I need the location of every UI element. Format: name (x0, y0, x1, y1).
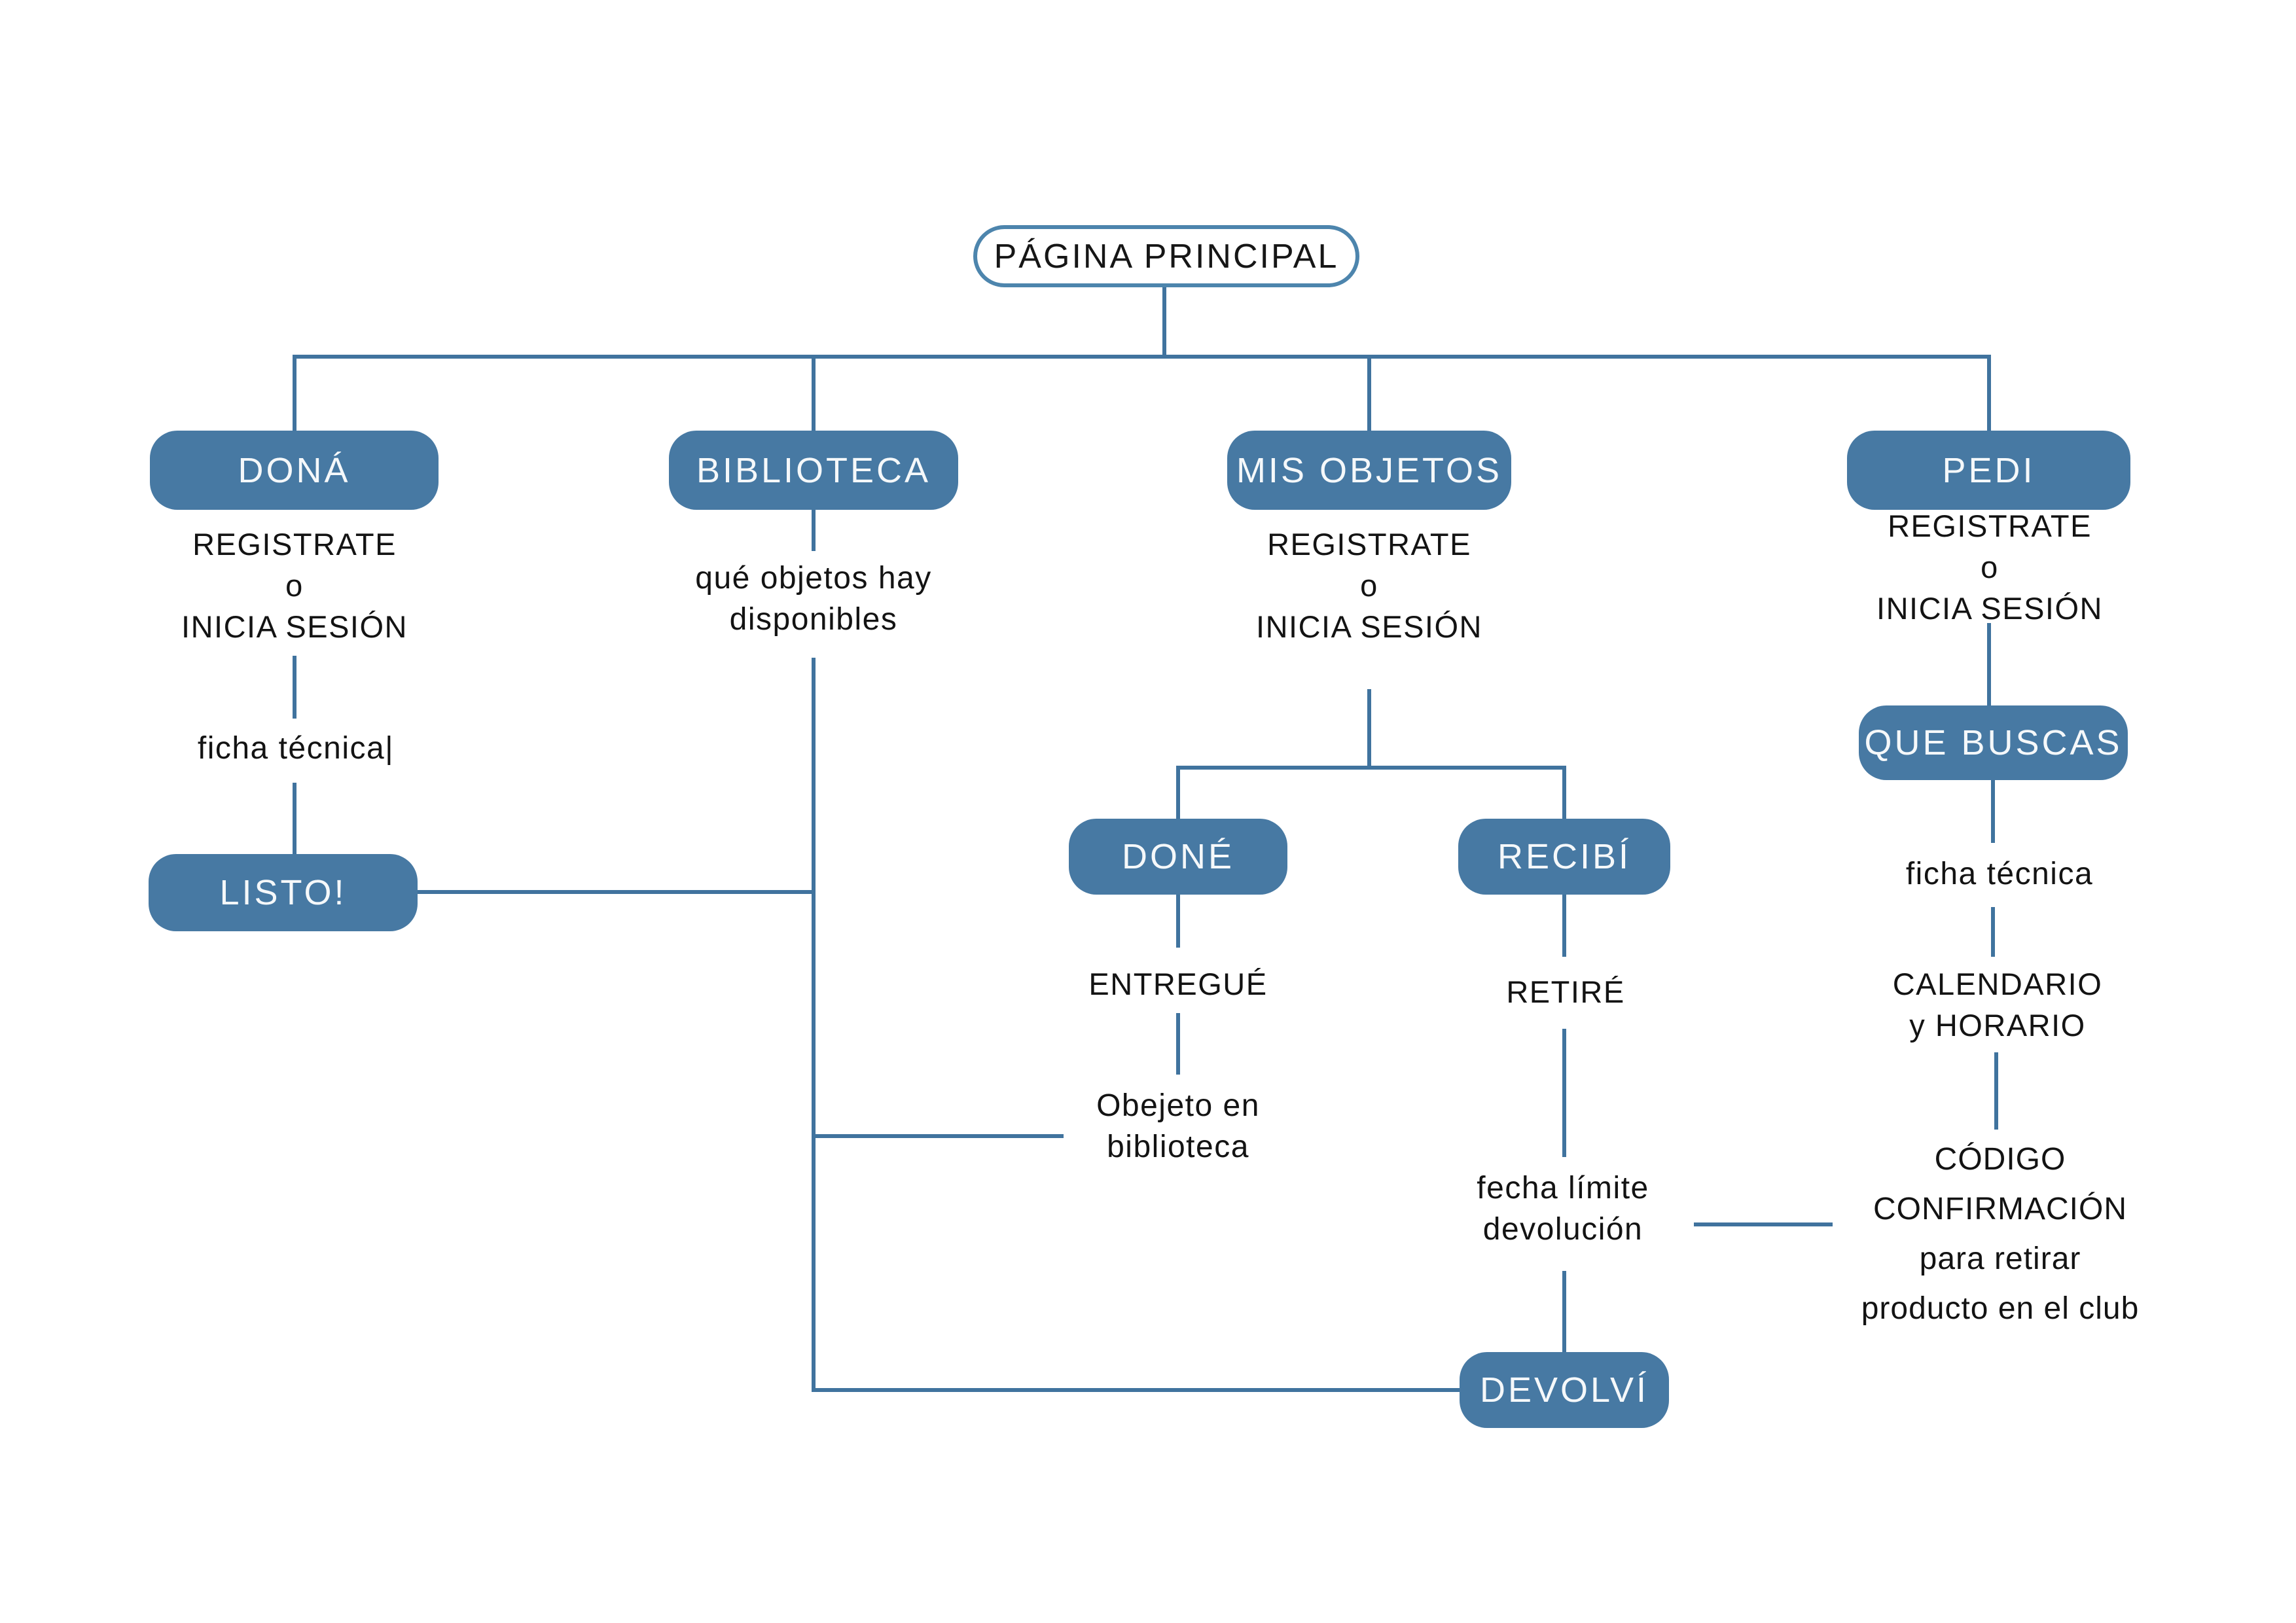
text-dona-auth-line1: REGISTRATE (192, 527, 397, 562)
text-obejeto-biblioteca[interactable]: Obejeto en biblioteca (1096, 1085, 1260, 1168)
text-codigo-confirmacion-line2: CONFIRMACIÓN (1873, 1192, 2127, 1226)
node-done-label: DONÉ (1121, 837, 1234, 876)
connector-mis-objetos-top (1367, 355, 1371, 431)
text-dona-auth-line3: INICIA SESIÓN (181, 609, 408, 644)
text-fecha-limite-line1: fecha límite (1477, 1171, 1649, 1205)
node-done[interactable]: DONÉ (1069, 819, 1287, 895)
text-biblioteca-info-line2: disponibles (729, 602, 898, 637)
text-dona-ficha-tecnica-line: ficha técnica| (197, 731, 395, 766)
node-recibi-label: RECIBÍ (1497, 837, 1632, 876)
connector-dona-ficha-listo (293, 783, 296, 854)
connector-buscas-ficha (1991, 780, 1995, 843)
text-entregue[interactable]: ENTREGUÉ (1088, 963, 1267, 1005)
connector-root-bar (293, 355, 1991, 359)
connector-done-top (1176, 766, 1180, 819)
connector-dona-auth-ficha (293, 656, 296, 719)
text-mis-objetos-auth-line3: INICIA SESIÓN (1256, 609, 1482, 644)
connector-biblioteca-info (812, 510, 816, 551)
text-biblioteca-info[interactable]: qué objetos hay disponibles (695, 558, 931, 640)
connector-entregue-obejeto (1176, 1013, 1180, 1075)
text-entregue-line: ENTREGUÉ (1088, 967, 1268, 1001)
connector-calendario-codigo (1994, 1052, 1998, 1130)
text-retire[interactable]: RETIRÉ (1506, 971, 1624, 1012)
text-pedi-auth-line2: o (1981, 550, 1999, 584)
text-obejeto-biblioteca-line1: Obejeto en (1096, 1088, 1260, 1123)
node-pagina-principal[interactable]: PÁGINA PRINCIPAL (973, 225, 1359, 287)
node-listo-label: LISTO! (219, 873, 347, 912)
node-pagina-principal-label: PÁGINA PRINCIPAL (994, 237, 1339, 276)
connector-recibi-retire (1562, 895, 1566, 957)
connector-split-bar (1176, 766, 1566, 770)
connector-trunk-devolvi (812, 1388, 1460, 1392)
text-mis-objetos-auth-line2: o (1360, 568, 1378, 603)
node-devolvi-label: DEVOLVÍ (1479, 1370, 1649, 1410)
text-pedi-auth-line1: REGISTRATE (1888, 508, 2092, 543)
text-codigo-confirmacion-line3: para retirar (1919, 1241, 2081, 1276)
connector-listo-biblioteca (418, 890, 816, 894)
text-dona-auth[interactable]: REGISTRATE o INICIA SESIÓN (181, 524, 408, 647)
connector-mis-auth-split (1367, 689, 1371, 768)
text-calendario-horario-line2: y HORARIO (1909, 1008, 2086, 1043)
text-pedi-auth[interactable]: REGISTRATE o INICIA SESIÓN (1876, 505, 2103, 629)
text-obejeto-biblioteca-line2: biblioteca (1107, 1130, 1249, 1164)
text-fecha-limite-line2: devolución (1482, 1212, 1643, 1247)
connector-biblioteca-trunk (812, 658, 816, 1390)
text-retire-line: RETIRÉ (1506, 974, 1625, 1009)
node-que-buscas[interactable]: QUE BUSCAS (1859, 705, 2128, 780)
text-mis-objetos-auth-line1: REGISTRATE (1267, 527, 1471, 562)
text-dona-auth-line2: o (285, 568, 304, 603)
connector-fecha-codigo (1694, 1222, 1833, 1226)
connector-pedi-top (1987, 355, 1991, 431)
node-dona-label: DONÁ (238, 450, 351, 490)
text-pedi-ficha-tecnica[interactable]: ficha técnica (1906, 853, 2093, 895)
node-biblioteca-label: BIBLIOTECA (696, 450, 931, 490)
text-pedi-ficha-tecnica-line: ficha técnica (1905, 857, 2094, 891)
node-pedi-label: PEDI (1942, 450, 2036, 490)
text-codigo-confirmacion-line4: producto en el club (1861, 1291, 2140, 1326)
node-mis-objetos-label: MIS OBJETOS (1236, 450, 1503, 490)
text-fecha-limite[interactable]: fecha límite devolución (1477, 1168, 1649, 1250)
text-dona-ficha-tecnica[interactable]: ficha técnica| (198, 728, 394, 769)
connector-retire-fecha (1562, 1029, 1566, 1157)
connector-ficha-calendario (1991, 907, 1995, 957)
connector-fecha-devolvi (1562, 1271, 1566, 1352)
connector-trunk-obejeto (814, 1134, 1064, 1138)
connector-root-drop (1162, 287, 1166, 359)
text-mis-objetos-auth[interactable]: REGISTRATE o INICIA SESIÓN (1256, 524, 1482, 647)
text-biblioteca-info-line1: qué objetos hay (695, 561, 932, 596)
text-calendario-horario[interactable]: CALENDARIO y HORARIO (1893, 963, 2103, 1046)
text-codigo-confirmacion-line1: CÓDIGO (1934, 1142, 2066, 1177)
connector-recibi-top (1562, 766, 1566, 819)
node-pedi[interactable]: PEDI (1847, 431, 2130, 510)
node-dona[interactable]: DONÁ (150, 431, 439, 510)
node-listo[interactable]: LISTO! (149, 854, 418, 931)
node-devolvi[interactable]: DEVOLVÍ (1460, 1352, 1669, 1428)
node-biblioteca[interactable]: BIBLIOTECA (669, 431, 958, 510)
node-recibi[interactable]: RECIBÍ (1458, 819, 1670, 895)
text-pedi-auth-line3: INICIA SESIÓN (1876, 591, 2103, 626)
connector-pedi-auth-buscas (1987, 623, 1991, 705)
node-mis-objetos[interactable]: MIS OBJETOS (1227, 431, 1511, 510)
node-que-buscas-label: QUE BUSCAS (1864, 723, 2123, 762)
text-calendario-horario-line1: CALENDARIO (1892, 967, 2103, 1001)
text-codigo-confirmacion[interactable]: CÓDIGO CONFIRMACIÓN para retirar product… (1861, 1135, 2140, 1334)
connector-dona-top (293, 355, 296, 431)
connector-biblioteca-top (812, 355, 816, 431)
connector-done-entregue (1176, 895, 1180, 948)
